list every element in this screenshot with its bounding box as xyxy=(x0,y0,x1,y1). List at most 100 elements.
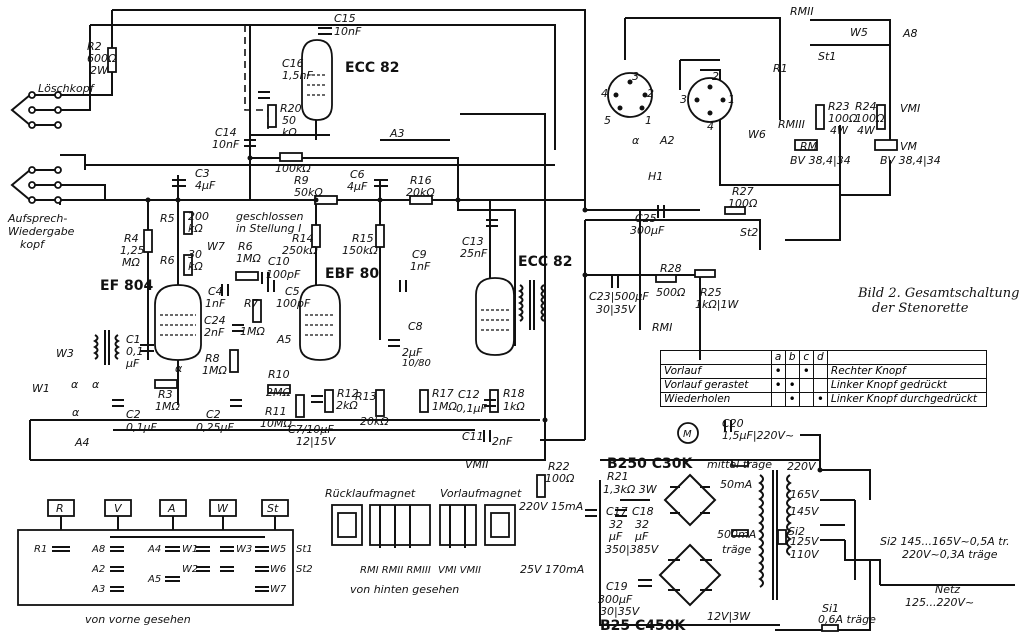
label-C12: C12 xyxy=(458,388,480,401)
magnet-contacts-r: RMI RMII RMIII xyxy=(360,565,431,576)
label-R21: R21 xyxy=(607,470,629,483)
table-row: Vorlauf gerastet • • Linker Knopf gedrüc… xyxy=(660,378,988,393)
contact-label-W1: W1 xyxy=(182,544,198,555)
label-C11: C11 xyxy=(462,430,484,443)
label-R14: R14 xyxy=(292,232,314,245)
label-R17: R17 xyxy=(432,387,454,400)
label-C16v: 1,5nF xyxy=(282,69,313,82)
label-C3: C3 xyxy=(195,167,210,180)
label-RMI: RMI xyxy=(652,321,672,334)
label-R24: R24 xyxy=(855,100,877,113)
label-si2-text-1: Si2 145...165V~0,5A tr. xyxy=(880,535,1010,548)
label-R3v: 1MΩ xyxy=(155,400,180,413)
label-R6a: R6 xyxy=(160,254,175,267)
caption-line-2: der Stenorette xyxy=(872,301,969,316)
label-St1: St1 xyxy=(818,50,836,63)
tube-ef804 xyxy=(154,284,202,361)
label-C5v: 100pF xyxy=(276,297,311,310)
label-R25v: 1kΩ|1W xyxy=(695,298,739,311)
label-R7: R7 xyxy=(244,297,259,310)
label-geschlossen-2: in Stellung I xyxy=(236,222,301,235)
label-W3: W3 xyxy=(56,347,74,360)
key-label-A: A xyxy=(167,502,176,515)
resistors xyxy=(107,47,886,501)
label-C4: C4 xyxy=(208,285,223,298)
contact-label-W7: W7 xyxy=(270,584,287,595)
table-cell-name: Vorlauf gerastet xyxy=(660,378,772,393)
label-R27v: 100Ω xyxy=(728,197,758,210)
tube-label-ef804: EF 804 xyxy=(100,278,153,294)
table-row: Wiederholen • • Linker Knopf durchgedrüc… xyxy=(660,392,988,407)
label-H1: H1 xyxy=(648,170,663,183)
table-cell-mark: • xyxy=(784,378,800,393)
label-C3v: 4µF xyxy=(195,179,216,192)
label-R4v2: MΩ xyxy=(122,256,140,269)
connector-pin-4: 4 xyxy=(601,87,608,100)
table-header-cell: a xyxy=(770,350,786,365)
label-R6av2: kΩ xyxy=(188,260,203,273)
label-R7v: 1MΩ xyxy=(240,325,265,338)
label-si1: Si1 xyxy=(822,602,839,615)
tube-label-ecc82-top: ECC 82 xyxy=(345,60,399,76)
label-A3: A3 xyxy=(389,127,405,140)
label-RMIII: RMIII xyxy=(778,118,805,131)
label-R10: R10 xyxy=(268,368,290,381)
label-traege: träge xyxy=(722,543,752,556)
label-R16: R16 xyxy=(410,174,432,187)
label-C2bv: 0,25µF xyxy=(196,421,234,434)
contact-label-W5: W5 xyxy=(270,544,286,555)
label-si1v: 0,6A träge xyxy=(818,613,876,626)
label-C20v: 1,5µF|220V~ xyxy=(722,429,794,442)
contact-label-A4: A4 xyxy=(147,544,161,555)
function-table: a b c d Vorlauf • • Rechter Knopf Vorlau… xyxy=(660,350,988,407)
label-C24v: 2nF xyxy=(204,326,225,339)
label-R18v: 1kΩ xyxy=(503,400,525,413)
label-tap-110: 110V xyxy=(790,548,820,561)
connector-alpha: α xyxy=(632,134,640,147)
label-R20: R20 xyxy=(280,102,302,115)
label-R17v: 1MΩ xyxy=(432,400,457,413)
label-C6v: 4µF xyxy=(347,180,368,193)
label-R24w: 4W xyxy=(857,124,876,137)
label-R6av: 30 xyxy=(188,248,202,261)
table-cell-desc: Linker Knopf gedrückt xyxy=(826,378,988,393)
label-C19v: 300µF xyxy=(598,593,633,606)
table-header-cell: d xyxy=(812,350,828,365)
label-alpha-3: α xyxy=(72,406,80,419)
label-R3: R3 xyxy=(158,388,173,401)
label-A2: A2 xyxy=(659,134,675,147)
label-C7: C7/10µF xyxy=(288,423,334,436)
connector2-pin-2: 2 xyxy=(712,70,719,83)
magnet-label-vorlauf: Vorlaufmagnet xyxy=(440,487,522,500)
label-R15v: 150kΩ xyxy=(342,244,378,257)
label-R14v: 250kΩ xyxy=(282,244,318,257)
contact-label-St2: St2 xyxy=(296,564,313,575)
label-R9v: 50kΩ xyxy=(294,186,323,199)
contact-label-St1: St1 xyxy=(296,544,313,555)
label-R23v: 100Ω xyxy=(828,112,858,125)
rectifier-label-b250: B250 C30K xyxy=(607,456,694,472)
label-R13: R13 xyxy=(355,390,377,403)
label-C20: C20 xyxy=(722,417,744,430)
tube-label-ecc82-right: ECC 82 xyxy=(518,254,572,270)
label-R10v: 2MΩ xyxy=(266,386,291,399)
power-transformer xyxy=(758,470,792,600)
table-cell-mark: • xyxy=(784,392,800,407)
label-St2: St2 xyxy=(740,226,758,239)
table-cell-mark xyxy=(798,378,814,393)
relay-coils xyxy=(794,139,898,151)
label-C4v: 1nF xyxy=(205,297,226,310)
table-cell-mark: • xyxy=(798,364,814,379)
label-C25v: 300µF xyxy=(630,224,665,237)
label-C14: C14 xyxy=(215,126,237,139)
label-tap-165: 165V xyxy=(790,488,820,501)
head-loesch-symbol xyxy=(10,91,62,129)
key-label-R: R xyxy=(56,502,64,515)
connector2-pin-3: 3 xyxy=(680,93,687,106)
magnet-contacts-v: VMI VMII xyxy=(438,565,481,576)
label-C17: C17 xyxy=(606,505,628,518)
head-label-aufsprech-2: Wiedergabe xyxy=(8,225,75,238)
label-C6: C6 xyxy=(350,168,365,181)
contact-label-A5: A5 xyxy=(147,574,161,585)
label-C15v: 10nF xyxy=(334,25,362,38)
